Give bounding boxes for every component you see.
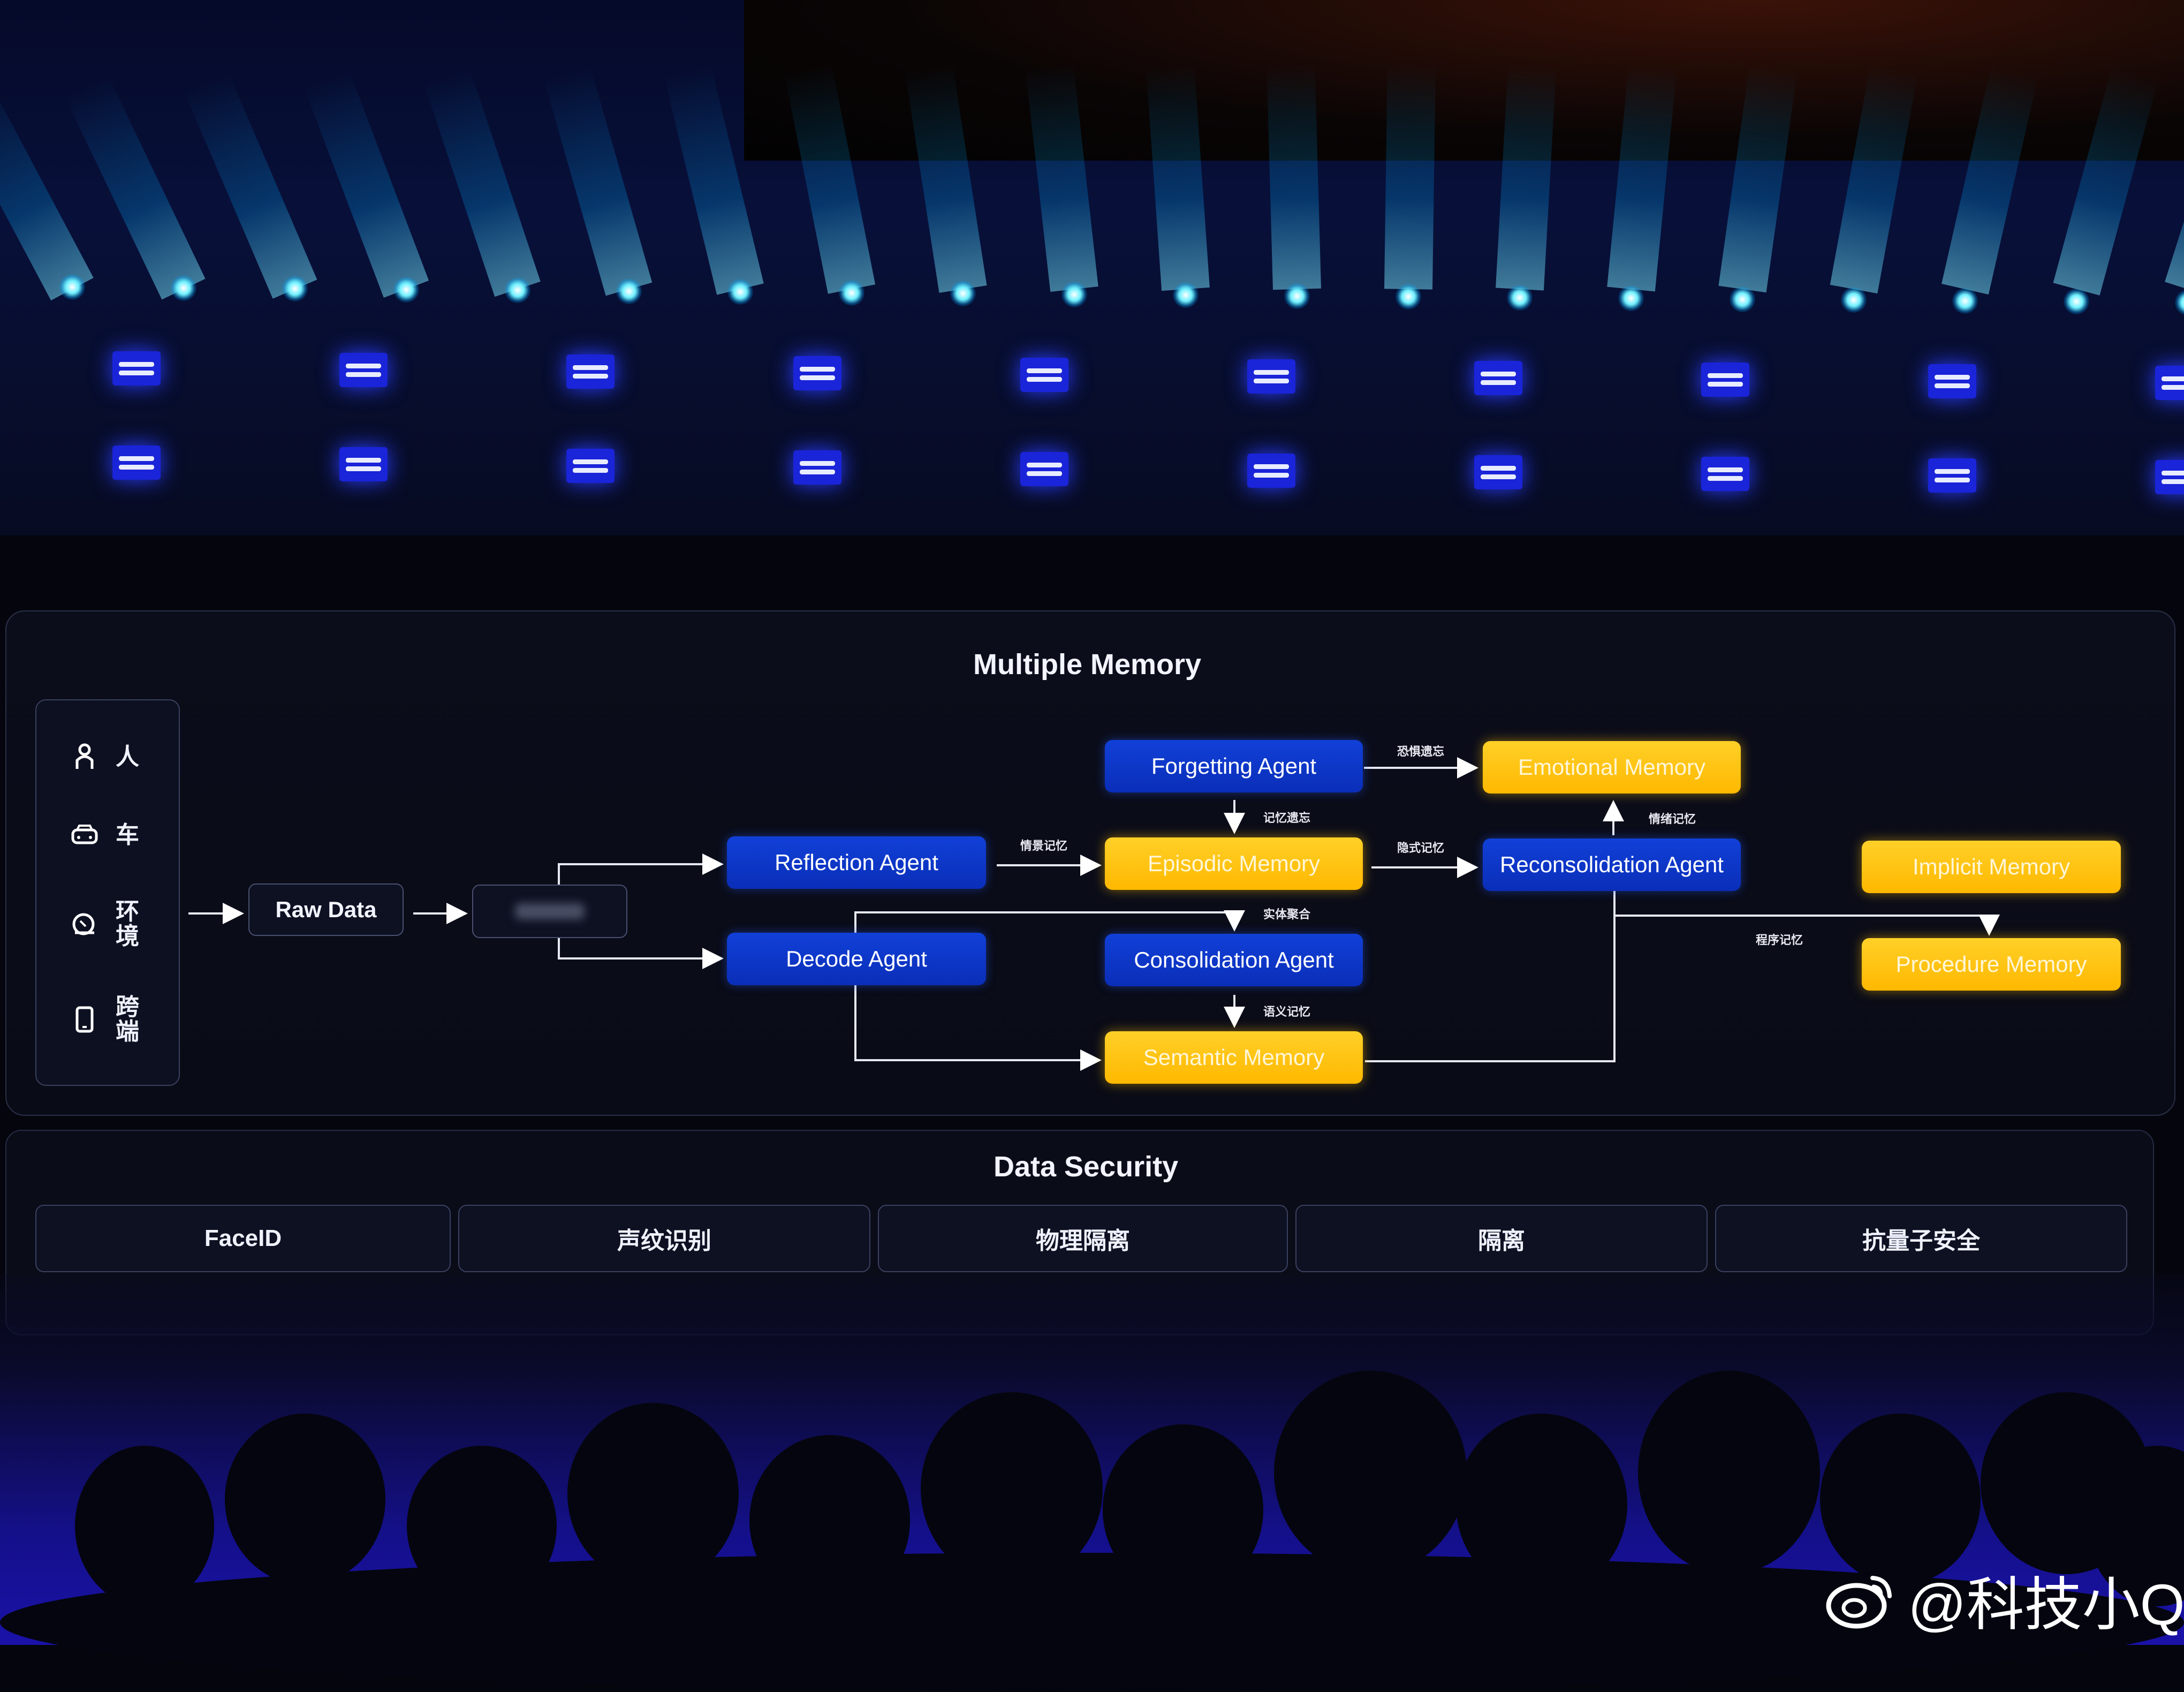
node-reflection-agent: Reflection Agent	[727, 836, 986, 889]
node-forgetting-agent: Forgetting Agent	[1105, 740, 1363, 792]
spotlight	[393, 276, 419, 303]
spotlight	[2175, 289, 2184, 315]
edge-label-procedure: 程序记忆	[1756, 933, 1803, 947]
source-item-person: 人	[70, 742, 148, 772]
audience-head	[225, 1414, 385, 1585]
spotlight	[616, 278, 642, 304]
edge-label-memory-forgetting: 记忆遗忘	[1263, 811, 1311, 825]
node-procedure-memory: Procedure Memory	[1862, 938, 2121, 991]
spotlight	[505, 277, 530, 303]
stage-bar-light	[1701, 362, 1749, 397]
person-icon	[75, 743, 94, 769]
spotlight	[839, 280, 864, 306]
audience-head	[75, 1446, 214, 1606]
stage-bar-light	[793, 356, 841, 390]
source-item-environment: 环境	[70, 898, 148, 950]
spotlight	[1284, 283, 1310, 309]
node-reconsolidation-agent: Reconsolidation Agent	[1483, 839, 1741, 891]
security-title: Data Security	[994, 1151, 1179, 1183]
edge-reconsolidation-to-implicit	[1614, 915, 2000, 936]
weibo-logo-icon	[1826, 1576, 1892, 1629]
stage-bar-light	[2155, 366, 2184, 400]
stage-bar-light	[1020, 452, 1068, 486]
stage-bar-light	[1701, 457, 1749, 491]
security-item-isolation: 隔离	[1295, 1205, 1708, 1272]
security-item-physical-isolation: 物理隔离	[878, 1205, 1288, 1272]
security-item-faceid: FaceID	[35, 1205, 451, 1272]
stage-bar-light	[566, 354, 615, 389]
stage-bar-light	[2155, 460, 2184, 494]
node-decode-agent: Decode Agent	[727, 933, 986, 985]
source-label: 跨端	[116, 994, 139, 1045]
stage-bar-light	[112, 351, 161, 386]
audience-head	[1638, 1371, 1820, 1574]
spotlight	[1952, 288, 1978, 314]
stage-bar-light	[339, 353, 388, 387]
spotlight	[2064, 289, 2089, 314]
stage-bar-light	[1247, 454, 1295, 488]
node-blurred	[472, 885, 627, 938]
stage-bar-light	[1474, 455, 1522, 489]
edge-label-semantic: 语义记忆	[1263, 1005, 1311, 1018]
node-emotional-memory: Emotional Memory	[1483, 741, 1741, 794]
spotlight	[282, 276, 308, 301]
spotlight	[950, 281, 976, 306]
security-item-quantum-safe: 抗量子安全	[1715, 1205, 2127, 1272]
node-episodic-memory: Episodic Memory	[1105, 837, 1363, 890]
node-semantic-memory: Semantic Memory	[1105, 1031, 1363, 1084]
stage-bar-light	[1020, 358, 1068, 392]
stage-bar-light	[793, 450, 841, 485]
spotlight	[1730, 286, 1755, 312]
spotlight	[1396, 284, 1421, 309]
spotlight	[1507, 284, 1533, 311]
led-screen-top	[744, 0, 2184, 161]
source-label: 环境	[116, 898, 139, 950]
spotlight	[1061, 281, 1087, 307]
edge-label-entity-aggregation: 实体聚合	[1263, 908, 1311, 921]
audience-head	[1820, 1414, 1981, 1585]
spotlight	[1841, 287, 1867, 313]
source-item-car: 车	[70, 820, 148, 850]
node-consolidation-agent: Consolidation Agent	[1105, 934, 1363, 986]
stage-bar-light	[1474, 361, 1522, 395]
node-raw-data: Raw Data	[248, 883, 404, 936]
device-icon	[75, 1006, 94, 1033]
source-label: 人	[116, 743, 139, 770]
source-item-device: 跨端	[70, 994, 148, 1045]
security-item-voiceprint: 声纹识别	[458, 1205, 870, 1272]
stage-bar-light	[1928, 364, 1976, 398]
edge-label-episodic: 情景记忆	[1020, 839, 1068, 852]
audience-head	[1274, 1371, 1467, 1574]
source-label: 车	[116, 821, 139, 848]
stage-bar-light	[112, 445, 161, 480]
edge-label-emotional: 情绪记忆	[1649, 812, 1696, 826]
edge-label-implicit: 隐式记忆	[1397, 841, 1445, 855]
environment-icon	[72, 913, 95, 935]
spotlight	[1618, 285, 1644, 311]
spotlight	[727, 279, 753, 305]
edge-label-fear-forgetting: 恐惧遗忘	[1397, 745, 1445, 758]
edge-decode-to-semantic	[854, 985, 1102, 1071]
stage-bar-light	[566, 449, 615, 483]
stage-bar-light	[339, 447, 388, 481]
stage-bar-light	[1247, 359, 1295, 394]
diagram-title: Multiple Memory	[973, 648, 1202, 681]
spotlight	[1173, 282, 1199, 308]
edge-semantic-to-reconsolidation	[1365, 889, 1616, 1062]
data-source-panel	[35, 699, 180, 1086]
node-implicit-memory: Implicit Memory	[1862, 841, 2121, 893]
stage-bar-light	[1928, 458, 1976, 493]
watermark: @科技小Q	[1825, 1558, 2184, 1642]
audience-head	[567, 1403, 739, 1585]
watermark-text: @科技小Q	[1908, 1572, 2184, 1637]
edge-decode-to-consolidation	[854, 910, 1245, 934]
spotlight	[59, 274, 85, 300]
spotlight	[171, 275, 196, 301]
blurred-content	[515, 903, 585, 919]
car-icon	[71, 825, 98, 844]
